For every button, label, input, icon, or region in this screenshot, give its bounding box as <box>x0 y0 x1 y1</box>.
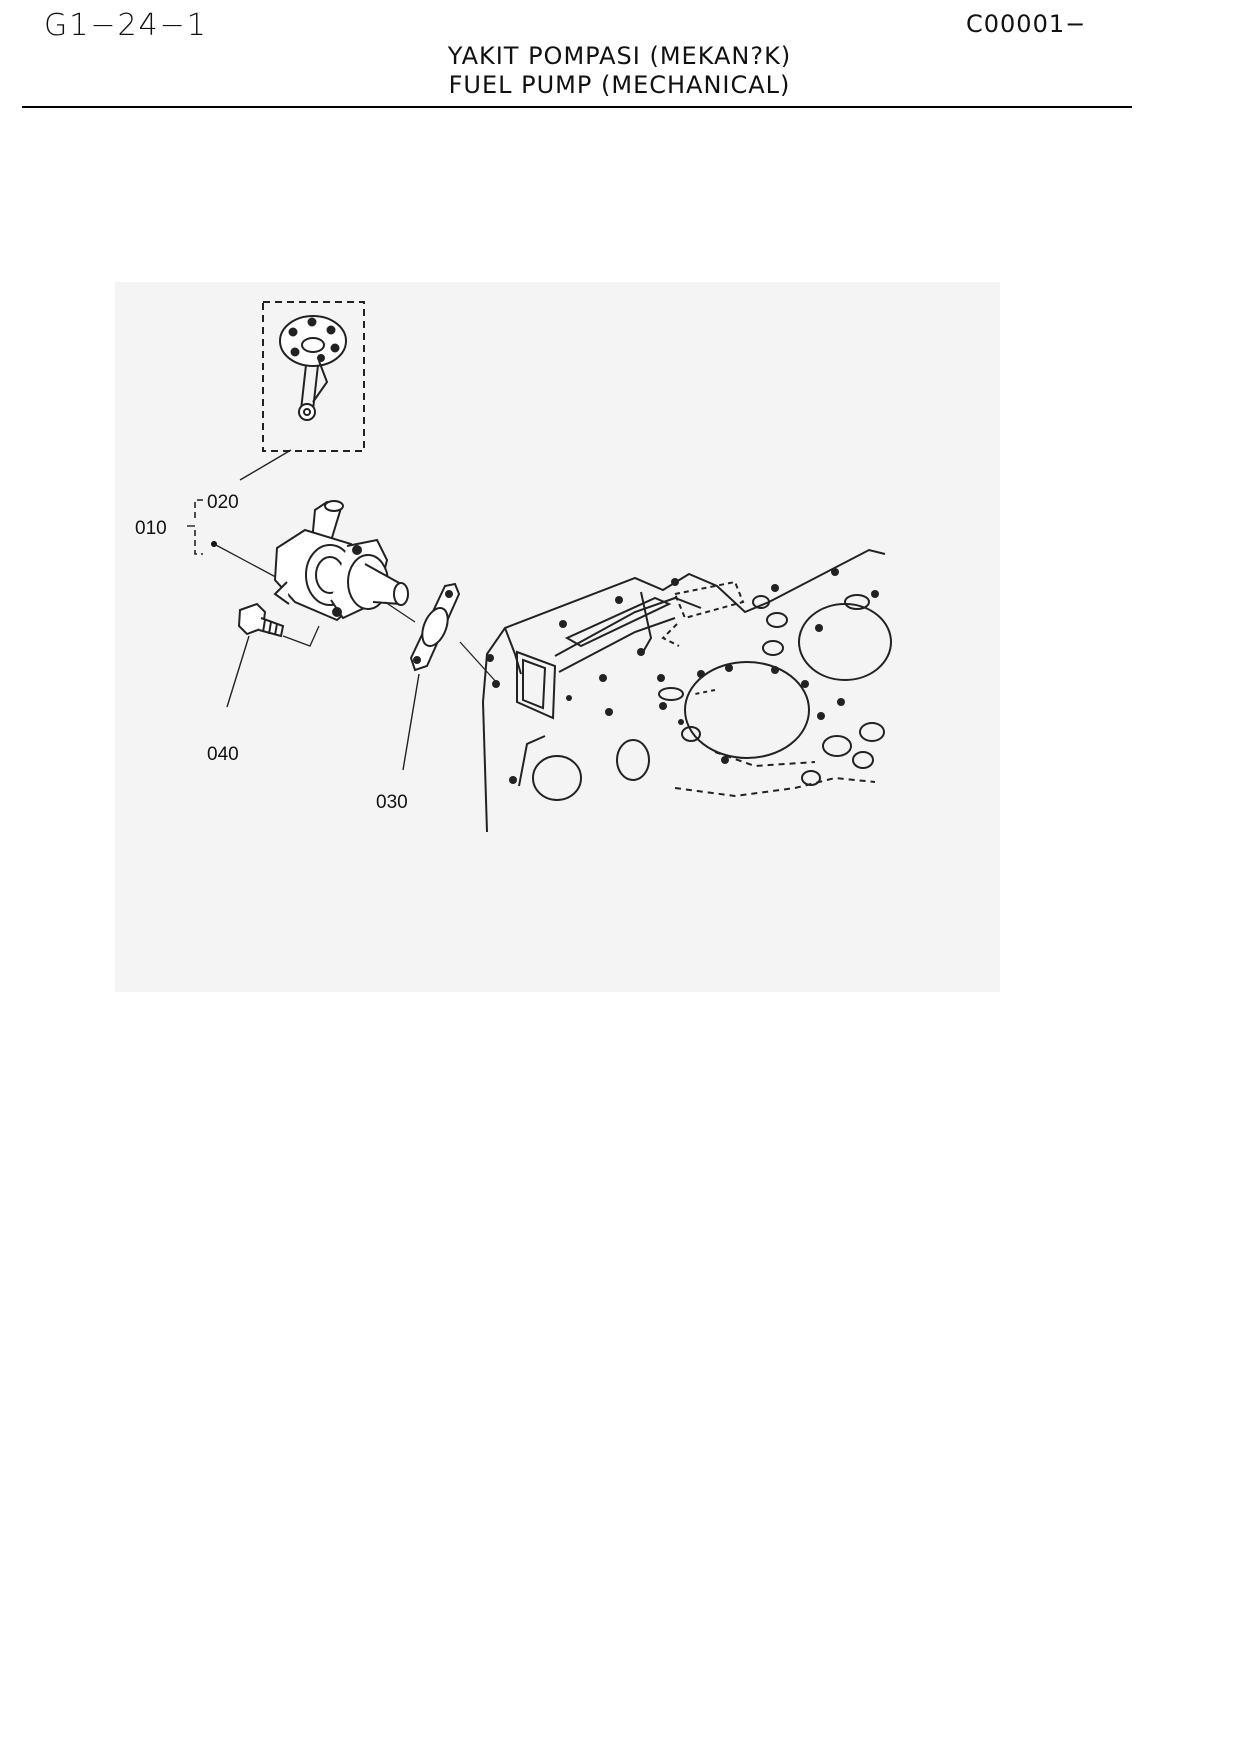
part-020-inset <box>262 301 365 452</box>
fuel-pump-drawing <box>273 500 409 622</box>
assembly-axis <box>384 601 499 685</box>
bolt-line <box>282 625 320 647</box>
leader-020 <box>239 449 292 481</box>
callout-020: 020 <box>207 492 239 513</box>
page-title: YAKIT POMPASI (MEKAN?K) FUEL PUMP (MECHA… <box>0 42 1239 100</box>
leader-040 <box>226 635 250 708</box>
exploded-parts-diagram: 010 020 030 040 <box>115 282 1000 992</box>
title-english: FUEL PUMP (MECHANICAL) <box>448 71 791 99</box>
part-020-drawing <box>279 315 347 421</box>
callout-010: 010 <box>135 518 167 539</box>
leader-010-pump <box>213 543 286 583</box>
reference-code: C00001− <box>966 10 1087 38</box>
leader-030 <box>402 673 420 771</box>
callout-030: 030 <box>376 792 408 813</box>
bolt-drawing <box>237 602 285 638</box>
page-code: G1−24−1 <box>44 8 208 43</box>
group-bracket-010 <box>194 499 203 555</box>
diagram-background <box>115 282 1000 992</box>
title-turkish: YAKIT POMPASI (MEKAN?K) <box>447 42 792 70</box>
engine-block-bolt-holes <box>486 568 879 784</box>
engine-block-drawing <box>481 548 892 833</box>
callout-040: 040 <box>207 744 239 765</box>
header-divider <box>22 106 1132 108</box>
gasket-drawing <box>409 582 461 672</box>
